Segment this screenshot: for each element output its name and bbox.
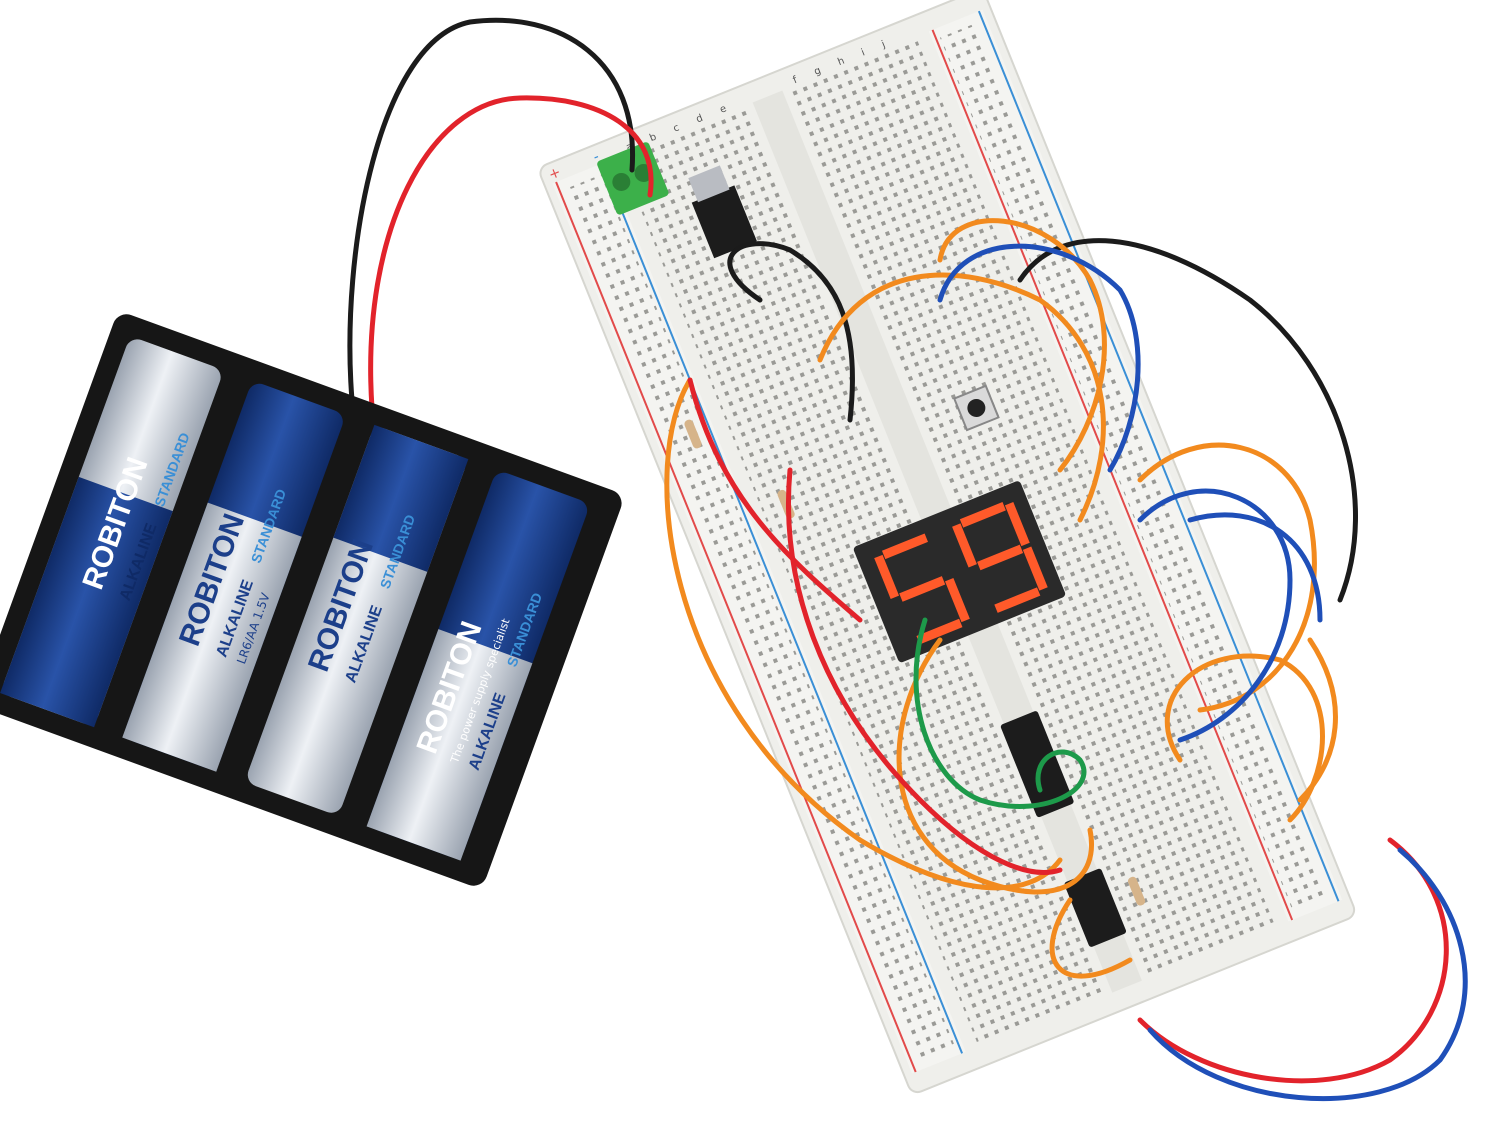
wire-orange-3 <box>937 218 1107 473</box>
wire-bottom-red <box>1137 837 1449 1084</box>
wire-black-loop <box>727 241 855 423</box>
breadboard: + - a b c d e f g h i j <box>539 0 1356 1094</box>
wire-bottom-blue <box>1147 847 1468 1102</box>
wire-black-long <box>1017 238 1359 603</box>
terminal-strip-right <box>787 40 1274 976</box>
digit-right <box>952 501 1048 613</box>
battery-3: ROBITON ALKALINE STANDARD <box>247 424 469 813</box>
battery-2: ROBITON ALKALINE STANDARD LR6/AA 1.5V <box>122 383 343 772</box>
wire-blue-2 <box>1137 488 1293 743</box>
wire-orange-5 <box>1165 653 1325 823</box>
resistor-3 <box>1127 876 1146 906</box>
ic-chip-2 <box>1064 868 1127 947</box>
jumper-wires <box>347 17 1468 1102</box>
wire-red-1 <box>687 377 863 623</box>
battery-1: ROBITON ALKALINE STANDARD <box>0 339 221 728</box>
resistor-1 <box>684 419 702 449</box>
rail-plus-label: + <box>546 164 563 183</box>
wire-red-2 <box>786 467 1063 875</box>
wire-battery-red <box>368 95 654 411</box>
seven-segment-display <box>853 481 1066 663</box>
wire-orange-7 <box>1297 637 1338 803</box>
wire-orange-4 <box>1137 442 1317 713</box>
battery-holder: ROBITON ALKALINE STANDARD ROBITON ALKALI… <box>0 314 622 886</box>
wire-blue-1 <box>937 243 1141 473</box>
wire-orange-2 <box>817 272 1106 523</box>
wire-orange-6 <box>896 637 1094 895</box>
battery-4: ROBITON The power supply specialist ALKA… <box>366 472 588 861</box>
wire-orange-8 <box>1049 897 1133 979</box>
voltage-regulator <box>691 185 757 259</box>
wire-blue-3 <box>1187 512 1323 623</box>
ic-chip-1 <box>1000 711 1074 818</box>
wire-battery-black <box>347 17 636 403</box>
wire-green <box>913 617 1087 809</box>
rail-minus-label: - <box>591 149 602 166</box>
digit-left <box>874 533 970 645</box>
